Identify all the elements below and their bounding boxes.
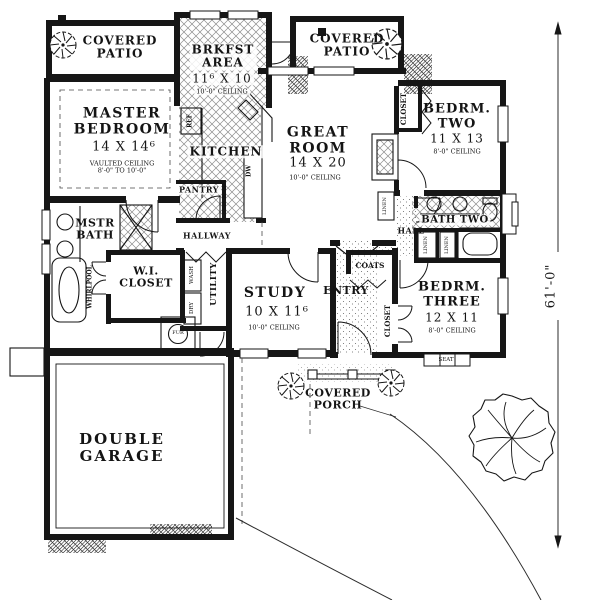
driveway-edge bbox=[389, 413, 542, 600]
label-linen-2: LINEN bbox=[444, 236, 451, 254]
bifold-door bbox=[421, 89, 432, 135]
label-ref: REF bbox=[186, 114, 194, 128]
dimension-line bbox=[554, 21, 562, 549]
whirlpool-tub bbox=[51, 257, 87, 323]
kitchen-sink bbox=[237, 99, 259, 121]
room-dims-study: 10 X 11⁶ bbox=[245, 304, 309, 320]
label-linen-1: LINEN bbox=[423, 236, 430, 254]
bifold-door bbox=[185, 251, 227, 263]
room-ceiling-brkfst: 10'-0" CEILING bbox=[194, 87, 250, 96]
refrigerator bbox=[180, 107, 202, 135]
dashed-lines bbox=[59, 89, 311, 524]
room-dims-great-room: 14 X 20 bbox=[289, 155, 347, 171]
label-wash: WASH bbox=[188, 266, 195, 284]
room-label-bedrm-three: BEDRM. THREE bbox=[418, 279, 486, 309]
room-label-mstr-bath: MSTR BATH bbox=[75, 216, 115, 242]
room-label-kitchen: KITCHEN bbox=[187, 144, 265, 159]
room-label-wi-closet: W.I. CLOSET bbox=[119, 264, 173, 290]
label-coats: COATS bbox=[355, 260, 385, 270]
walk-edge bbox=[235, 517, 393, 600]
room-label-hallway: HALLWAY bbox=[183, 230, 231, 241]
room-label-covered-porch: COVERED PORCH bbox=[305, 386, 371, 412]
label-closet-bedrm-two: CLOSET bbox=[399, 92, 409, 126]
room-label-entry: ENTRY bbox=[323, 283, 369, 297]
label-closet-entry: CLOSET bbox=[383, 304, 393, 338]
room-label-bedrm-two: BEDRM. TWO bbox=[423, 101, 491, 131]
room-ceiling-great-room: 10'-0" CEILING bbox=[289, 173, 341, 182]
room-dims-brkfst: 11⁶ X 10 bbox=[190, 71, 254, 86]
cased-opening bbox=[335, 245, 379, 255]
landscape bbox=[49, 28, 556, 600]
room-dims-bedrm-two: 11 X 13 bbox=[430, 131, 484, 146]
tree-icon bbox=[468, 393, 556, 482]
label-whirlpool: WHIRLPOOL bbox=[86, 265, 94, 309]
label-dw: DW bbox=[245, 165, 253, 177]
room-ceiling-master: VAULTED CEILING 8'-0" TO 10'-0" bbox=[89, 159, 155, 175]
windows bbox=[41, 10, 519, 367]
room-label-double-garage: DOUBLE GARAGE bbox=[79, 430, 165, 465]
label-linen-3: LINEN bbox=[382, 197, 389, 215]
room-label-brkfst: BRKFST AREA bbox=[189, 42, 257, 71]
label-dry: DRY bbox=[188, 301, 195, 315]
dimension-61ft: 61'-0" bbox=[543, 263, 559, 309]
room-label-bath-two: BATH TWO bbox=[419, 214, 491, 226]
room-ceiling-study: 10'-0" CEILING bbox=[248, 323, 300, 332]
lavatory bbox=[426, 196, 442, 212]
room-label-master-bedroom: MASTER BEDROOM bbox=[73, 105, 171, 137]
stoop bbox=[9, 347, 45, 377]
room-label-covered-patio-right: COVERED PATIO bbox=[309, 31, 385, 59]
lavatory bbox=[56, 213, 74, 231]
room-label-study: STUDY bbox=[243, 285, 307, 302]
room-ceiling-bedrm-two: 8'-0" CEILING bbox=[433, 147, 481, 156]
lavatory bbox=[452, 196, 468, 212]
furnace bbox=[167, 323, 189, 345]
room-dims-bedrm-three: 12 X 11 bbox=[425, 310, 479, 325]
room-label-pantry: PANTRY bbox=[176, 184, 222, 195]
room-label-covered-patio-left: COVERED PATIO bbox=[82, 33, 158, 61]
bifold-door bbox=[349, 279, 387, 289]
porch-leader bbox=[359, 405, 397, 418]
label-seat: SEAT bbox=[438, 356, 454, 363]
room-dims-master: 14 X 14⁶ bbox=[92, 139, 156, 155]
room-label-utility: UTILITY bbox=[209, 262, 220, 306]
garage-inner-wall bbox=[55, 363, 225, 529]
room-ceiling-bedrm-three: 8'-0" CEILING bbox=[428, 326, 476, 335]
room-label-great-room: GREAT ROOM bbox=[286, 124, 350, 156]
bar-counter bbox=[243, 149, 263, 219]
lavatory bbox=[56, 240, 74, 258]
seat-bay bbox=[423, 353, 471, 367]
label-hall: HALL bbox=[397, 225, 425, 236]
vault-line bbox=[59, 89, 171, 189]
linen-cabinet bbox=[377, 191, 395, 221]
label-fur: FUR bbox=[172, 330, 184, 337]
